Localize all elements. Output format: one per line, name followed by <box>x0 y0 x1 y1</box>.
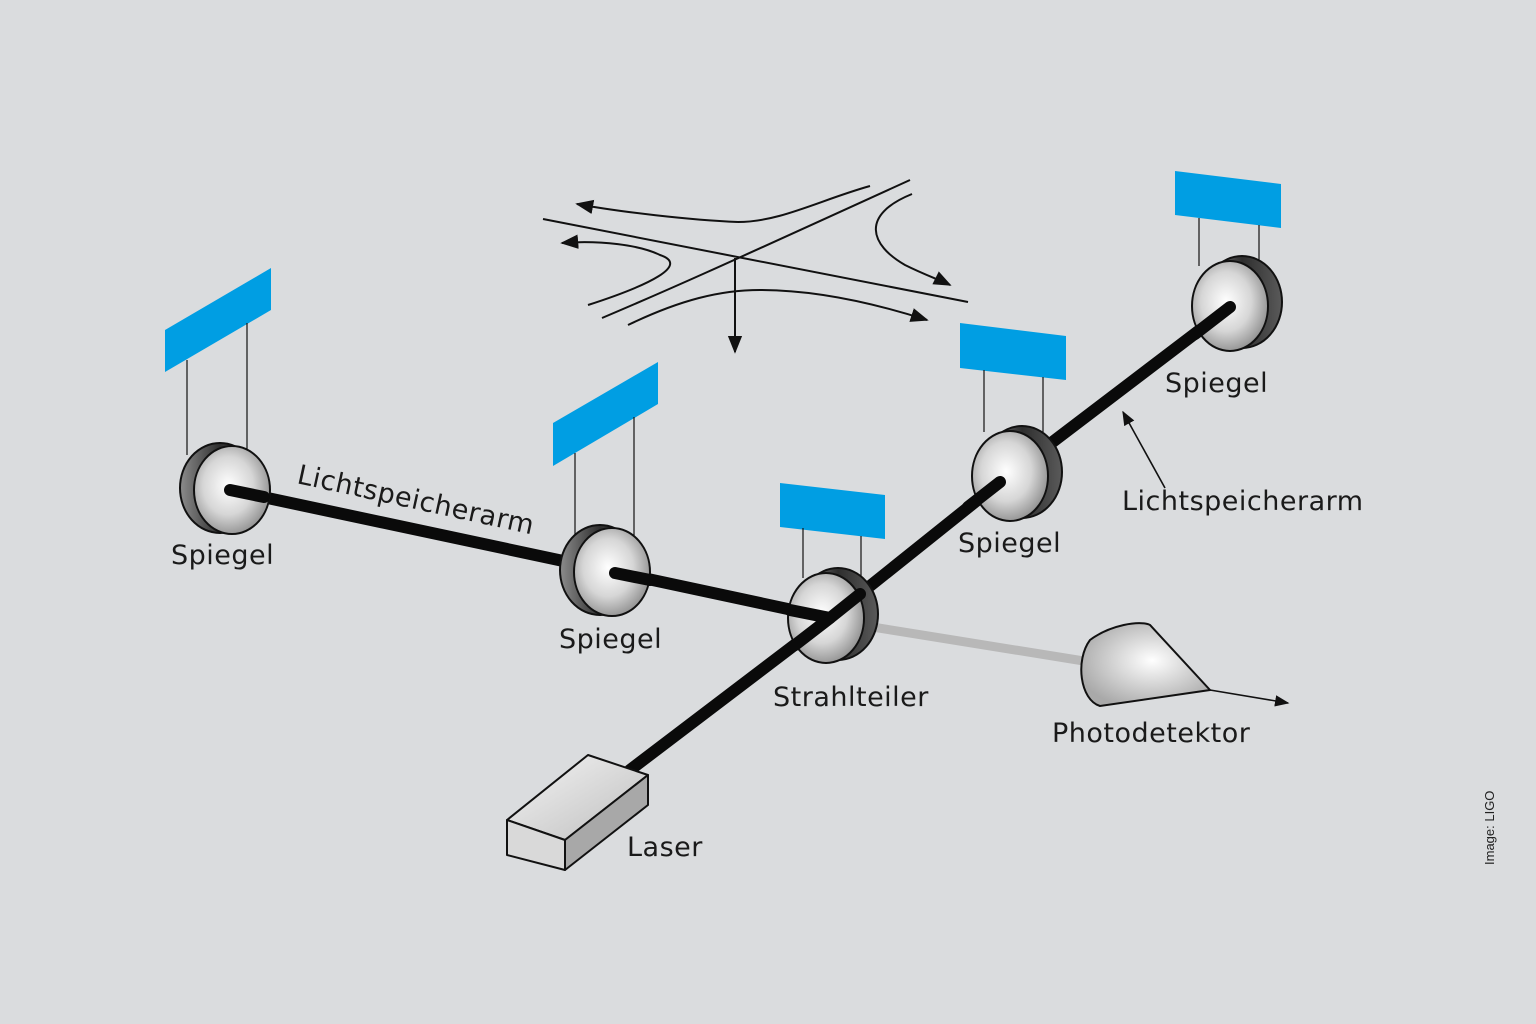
suspension-left-near <box>553 362 658 538</box>
label-mirror-right-far: Spiegel <box>1165 368 1268 399</box>
mirror-left-far <box>179 442 271 535</box>
suspension-block <box>960 323 1066 380</box>
arm-pointer-arrow <box>1122 410 1166 489</box>
mirror-left-near <box>559 524 656 617</box>
suspension-right-near <box>960 323 1066 432</box>
suspension-splitter <box>780 483 885 578</box>
gravitational-wave-icon <box>542 179 969 354</box>
label-mirror-left-far: Spiegel <box>171 540 274 571</box>
output-beam <box>859 620 1091 667</box>
detector-output-arrow <box>1209 689 1290 707</box>
label-mirror-right-near: Spiegel <box>958 528 1061 559</box>
mirror-right-far <box>1189 255 1283 352</box>
beam-splitter <box>784 567 879 664</box>
laser-side <box>564 774 649 871</box>
label-mirror-left-near: Spiegel <box>559 624 662 655</box>
laser-box <box>506 754 649 871</box>
beam-left-arm-outer <box>224 484 621 578</box>
suspension-block <box>165 268 271 372</box>
suspension-block <box>780 483 885 539</box>
mirror-right-near <box>962 425 1063 522</box>
photodetector <box>1080 622 1290 708</box>
suspension-right-far <box>1175 171 1281 266</box>
suspension-block <box>553 362 658 466</box>
laser-beams <box>224 301 1236 776</box>
suspension-block <box>1175 171 1281 228</box>
label-arm-right: Lichtspeicherarm <box>1122 486 1364 517</box>
label-beam-splitter: Strahlteiler <box>773 682 929 713</box>
label-photodetector: Photodetektor <box>1052 718 1251 749</box>
label-laser: Laser <box>627 832 703 863</box>
suspension-left-far <box>165 268 271 455</box>
image-credit: Image: LIGO <box>1482 791 1497 865</box>
